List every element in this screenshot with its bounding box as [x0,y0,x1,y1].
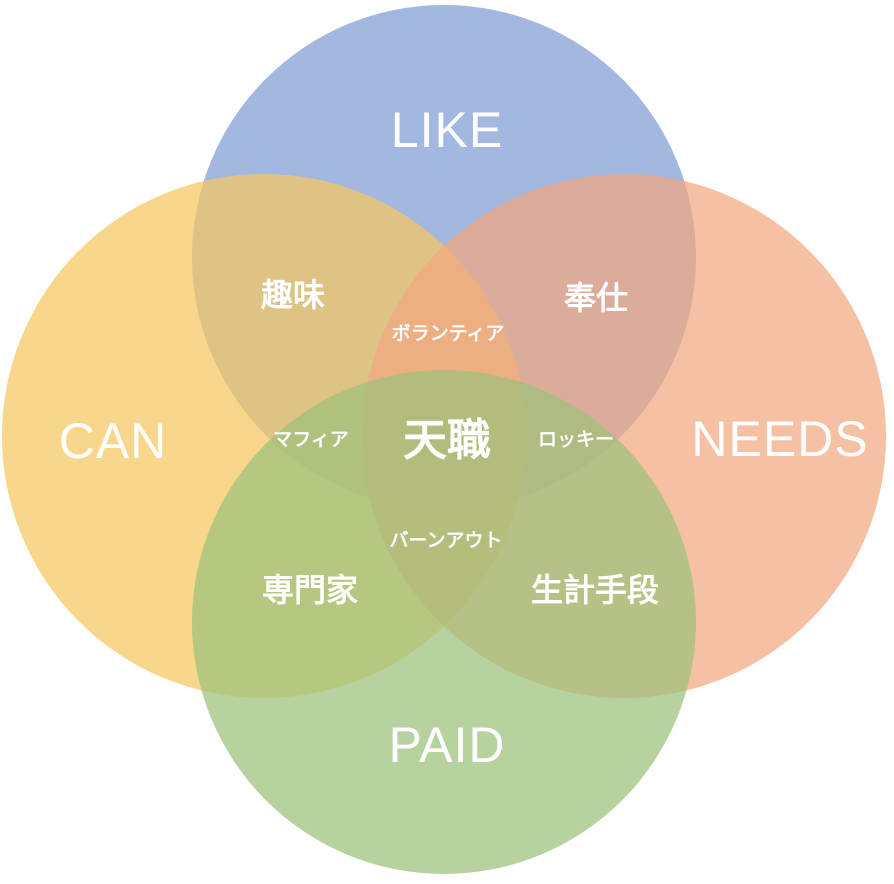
burnout-label: バーンアウト [389,529,503,552]
paid-label: PAID [388,717,506,773]
service-label: 奉仕 [563,279,629,317]
hobby-label: 趣味 [260,276,326,314]
livelihood-label: 生計手段 [530,571,660,609]
specialist-label: 専門家 [261,571,359,609]
like-label: LIKE [390,102,504,158]
needs-label: NEEDS [691,411,869,467]
mafia-label: マフィア [273,428,349,451]
calling-label: 天職 [403,415,491,466]
paid-circle [192,370,696,874]
can-label: CAN [58,413,168,469]
volunteer-label: ボランティア [391,322,505,345]
rocky-label: ロッキー [537,428,615,451]
